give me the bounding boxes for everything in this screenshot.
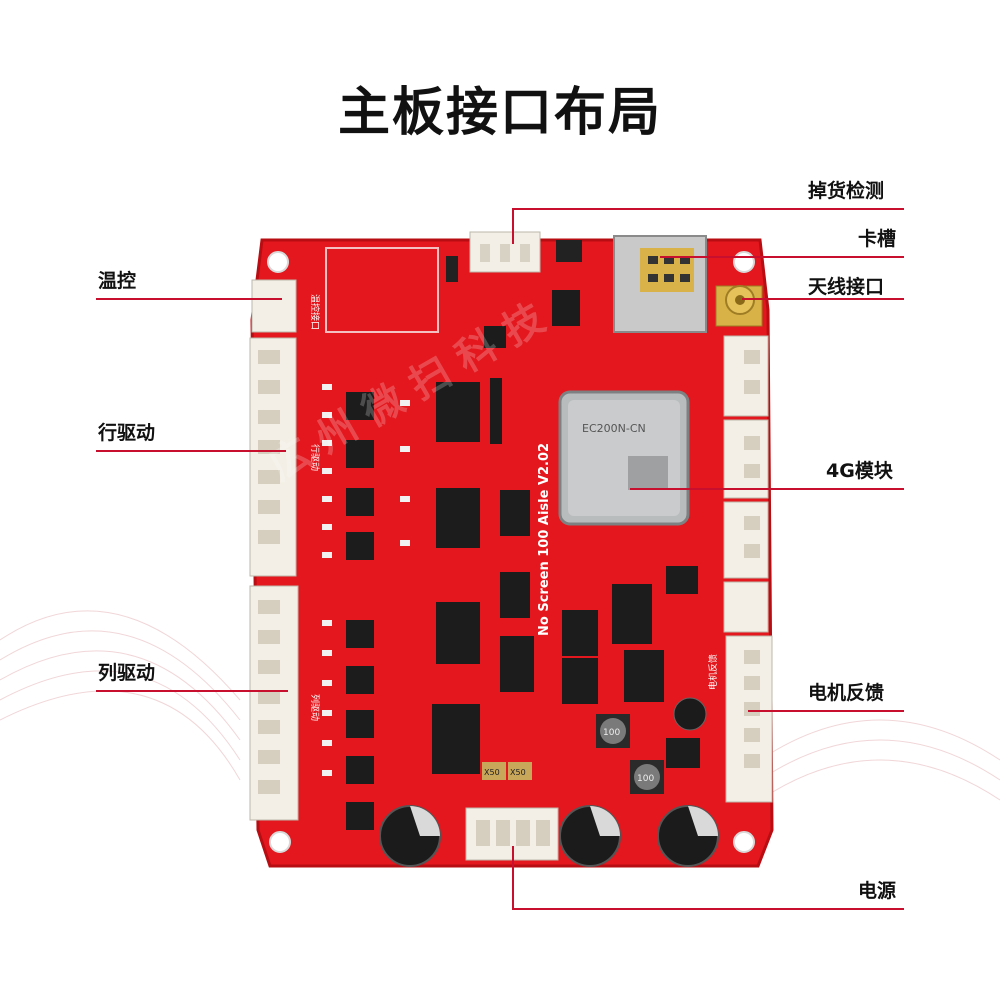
label-card-slot: 卡槽 [858, 228, 897, 250]
leader-drop-detect-v [512, 208, 514, 244]
leader-drop-detect-h [512, 208, 904, 210]
leader-col [96, 690, 288, 692]
inductor-label-1: 100 [603, 728, 620, 738]
smd-inductors: 100 100 [596, 714, 664, 794]
silkscreen-feedback: 电机反馈 [707, 654, 719, 690]
capacitor-icon [379, 697, 719, 867]
silkscreen-version: No Screen 100 Aisle V2.02 [537, 443, 552, 636]
leader-temp [96, 298, 282, 300]
label-4g-module: 4G模块 [826, 460, 893, 482]
leader-power-v [512, 846, 514, 910]
label-row-drive: 行驱动 [98, 422, 156, 444]
reset-button [556, 240, 582, 262]
sma-connector-icon [715, 285, 763, 327]
smd-caps: X50 X50 [482, 762, 532, 780]
label-drop-detect: 掉货检测 [808, 180, 885, 202]
leader-4g [630, 488, 904, 490]
page-title: 主板接口布局 [337, 83, 662, 143]
leader-row [96, 450, 286, 452]
module-4g-label: EC200N-CN [582, 422, 646, 435]
label-antenna: 天线接口 [808, 276, 885, 298]
label-col-drive: 列驱动 [98, 662, 156, 684]
leader-card-slot [660, 256, 904, 258]
silkscreen-col: 列驱动 [309, 694, 321, 721]
temp-connector [251, 279, 297, 333]
silkscreen-row: 行驱动 [309, 444, 321, 471]
leader-motor-feedback [748, 710, 904, 712]
label-power: 电源 [858, 880, 897, 902]
inductor-label-2: 100 [637, 774, 654, 784]
smd-cap-label-2: X50 [510, 768, 526, 777]
uart-connector-3 [723, 501, 769, 579]
silkscreen-temp: 温控接口 [309, 294, 321, 330]
uart-connector-4 [723, 581, 769, 633]
uart-connector-1 [723, 335, 769, 417]
uart-connector-2 [723, 419, 769, 499]
label-motor-feedback: 电机反馈 [808, 682, 885, 704]
relay-footprint [325, 247, 439, 333]
driver-chips [346, 290, 700, 830]
smd-cap-label-1: X50 [484, 768, 500, 777]
leader-power-h [512, 908, 904, 910]
mounting-holes [267, 251, 755, 853]
leader-antenna [742, 298, 904, 300]
label-temp-control: 温控 [98, 270, 137, 292]
